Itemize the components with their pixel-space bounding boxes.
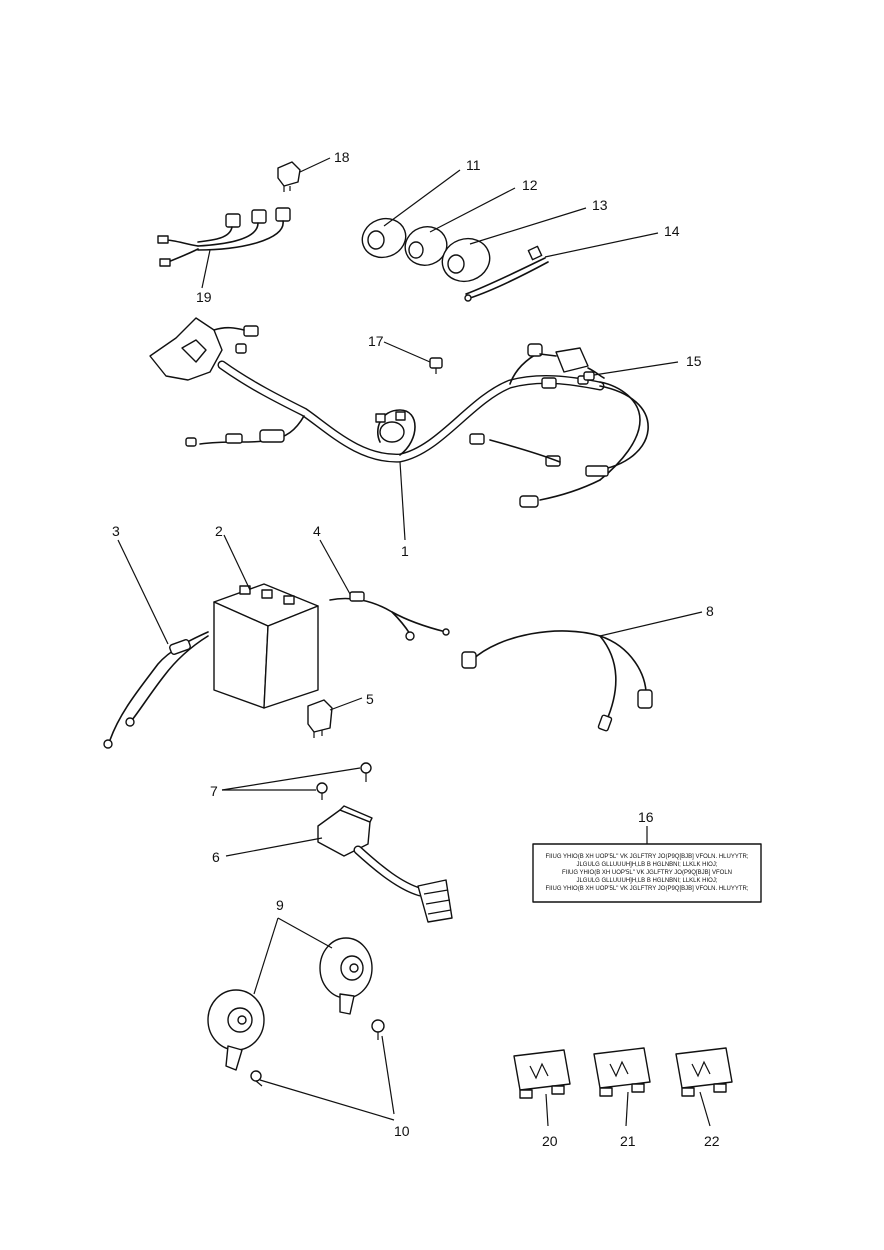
label-16-line-5: FIIUG YHIO(B XH UOP'5L" VK JGLFTRY JO(P9… — [546, 886, 749, 892]
callout-2: 2 — [215, 523, 223, 539]
part-11-lamp — [361, 169, 461, 259]
part-17-grommet — [383, 341, 443, 374]
callout-15: 15 — [686, 353, 702, 369]
callout-17: 17 — [368, 333, 384, 349]
callout-12: 12 — [522, 177, 538, 193]
callout-14: 14 — [664, 223, 680, 239]
part-3-battery-lead — [103, 539, 209, 749]
part-13-lamp — [441, 207, 587, 283]
callout-7: 7 — [210, 783, 218, 799]
part-10-fixings — [250, 1019, 395, 1121]
callout-18: 18 — [334, 149, 350, 165]
part-12-lamp — [404, 187, 516, 266]
callout-5: 5 — [366, 691, 374, 707]
part-19-relay-harness — [157, 207, 291, 289]
part-22-fuse — [675, 1047, 733, 1127]
part-7-screws — [221, 762, 372, 800]
callout-9: 9 — [276, 897, 284, 913]
part-21-fuse — [593, 1047, 651, 1127]
part-8-lead — [461, 611, 703, 732]
callout-10: 10 — [394, 1123, 410, 1139]
part-14-wire — [464, 232, 659, 302]
label-16-line-4: JLGULG GLLUUUH]H,LB B HGLNBNI; LLKLK HIO… — [576, 878, 717, 884]
callout-13: 13 — [592, 197, 608, 213]
callout-19: 19 — [196, 289, 212, 305]
callout-1: 1 — [401, 543, 409, 559]
callout-3: 3 — [112, 523, 120, 539]
callout-21: 21 — [620, 1133, 636, 1149]
callout-6: 6 — [212, 849, 220, 865]
callout-20: 20 — [542, 1133, 558, 1149]
part-2-battery — [213, 534, 319, 709]
label-16-line-1: FIIUG YHIO(B XH UOP'5L" VK JGLFTRY JO(P9… — [546, 854, 749, 860]
label-16-line-3: FIIUG YHIO(B XH UOP'5L" VK JGLFTRY JO(P9… — [562, 870, 732, 876]
part-20-fuse — [513, 1049, 571, 1127]
part-16-label: FIIUG YHIO(B XH UOP'5L" VK JGLFTRY JO(P9… — [532, 826, 762, 903]
callout-11: 11 — [466, 157, 481, 173]
callout-8: 8 — [706, 603, 714, 619]
part-15-connector — [583, 361, 679, 381]
part-9-horns — [207, 917, 373, 1071]
part-18-relay — [277, 157, 331, 192]
callout-4: 4 — [313, 523, 321, 539]
label-16-line-2: JLGULG GLLUUUH]H,LB B HGLNBNI; LLKLK HIO… — [576, 862, 717, 868]
part-4-battery-lead — [319, 539, 450, 641]
callout-16: 16 — [638, 809, 654, 825]
callout-22: 22 — [704, 1133, 720, 1149]
part-1-main-harness — [149, 317, 649, 541]
part-5-relay — [307, 697, 363, 738]
part-6-regulator — [225, 805, 453, 923]
